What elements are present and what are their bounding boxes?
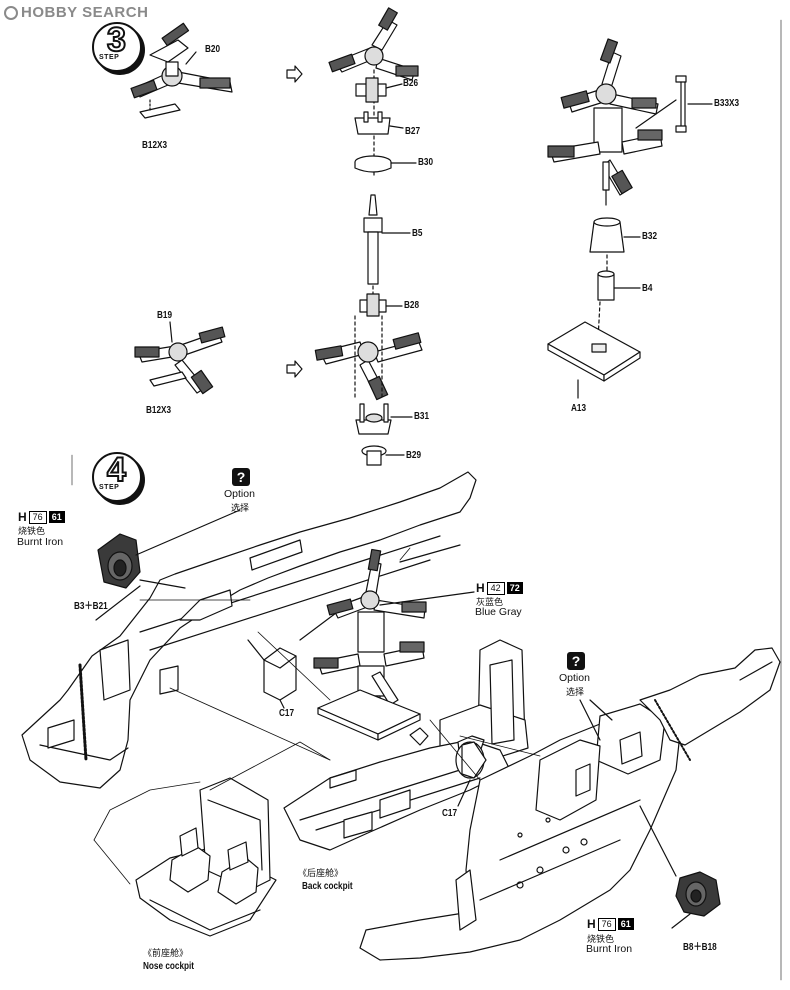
option-label-cn: 选择 [566, 687, 585, 697]
cockpit-guide-line [93, 781, 201, 841]
paint-name-cn: 灰蓝色 [476, 597, 504, 607]
paint-callout-blue-gray: H 42 72 [476, 581, 523, 595]
paint-code: 42 [486, 581, 505, 595]
guide-line [429, 719, 481, 781]
part-b29-cap [361, 445, 405, 466]
guide-line [169, 687, 331, 761]
paint-name: Blue Gray [475, 606, 522, 618]
paint-name: Burnt Iron [17, 536, 64, 548]
paint-code: 76 [28, 510, 47, 524]
part-b5-shaft [363, 194, 411, 303]
label-a13: A13 [571, 403, 587, 414]
paint-brand: H [587, 917, 596, 931]
nose-cockpit-label: Nose cockpit [143, 961, 195, 972]
paint-code-alt: 61 [48, 511, 65, 523]
option-question-icon: ? [232, 468, 250, 486]
nose-cockpit-label-cn: 《前座舱》 [143, 948, 189, 958]
option-label-cn: 选择 [231, 503, 250, 513]
arrow-right-icon [286, 360, 303, 378]
part-c17-left [247, 639, 297, 709]
paint-name-cn: 烧铁色 [587, 934, 615, 944]
label-b28: B28 [404, 300, 420, 311]
rotor-assembly-installed [313, 548, 475, 741]
label-b4: B4 [642, 283, 653, 294]
nose-cockpit-tub [135, 777, 277, 937]
watermark: HOBBY SEARCH [4, 4, 148, 21]
label-c17-right: C17 [442, 808, 458, 819]
guide-line [257, 631, 331, 701]
paint-brand: H [18, 510, 27, 524]
rotor-hub-top-left [130, 22, 233, 119]
paint-callout-burnt-iron-2: H 76 61 [587, 917, 634, 931]
paint-name-cn: 烧铁色 [18, 526, 46, 536]
label-b5: B5 [412, 228, 423, 239]
watermark-logo-icon [4, 5, 18, 20]
part-b27-bracket [354, 111, 404, 135]
label-b30: B30 [418, 157, 434, 168]
fuselage-left-half [21, 471, 477, 789]
rotor-hub-bottom-left [134, 321, 226, 395]
paint-name: Burnt Iron [586, 943, 633, 955]
rotor-hub-top-center [328, 7, 419, 179]
part-b28-collar [359, 293, 403, 317]
label-b12x3-bottom: B12X3 [146, 405, 172, 416]
guide-line [399, 547, 411, 561]
paint-code: 76 [597, 917, 616, 931]
leader-b20 [185, 51, 197, 65]
watermark-text: HOBBY SEARCH [21, 4, 149, 21]
label-c17-left: C17 [279, 708, 295, 719]
label-b32: B32 [642, 231, 658, 242]
paint-code-alt: 61 [617, 918, 634, 930]
label-b31: B31 [414, 411, 430, 422]
option-label: Option [224, 488, 255, 500]
part-b8-b18-exhaust [671, 871, 721, 929]
paint-code-alt: 72 [506, 582, 523, 594]
label-b26: B26 [403, 78, 419, 89]
step-word: STEP [99, 54, 120, 61]
part-b3-b21-exhaust [97, 509, 241, 589]
rotor-hub-bottom-center [314, 315, 423, 401]
part-b31-bracket [355, 403, 413, 435]
option-label: Option [559, 672, 590, 684]
step-4-badge: 4 STEP [92, 450, 142, 502]
back-cockpit-label-cn: 《后座舱》 [298, 868, 344, 878]
label-b3-b21: B3＋B21 [74, 601, 108, 612]
step-word: STEP [99, 484, 120, 491]
label-b12x3-top: B12X3 [142, 140, 168, 151]
step-number: 4 [106, 450, 127, 490]
part-b26-collar [355, 77, 403, 103]
option-question-icon: ? [567, 652, 585, 670]
part-b32-sleeve [589, 217, 641, 273]
part-b4-cylinder [597, 270, 641, 341]
step-number: 3 [106, 20, 127, 60]
label-b8-b18: B8＋B18 [683, 942, 717, 953]
rotor-assembly-complete [547, 38, 713, 206]
fuselage-right-half [283, 639, 781, 961]
label-b20: B20 [205, 44, 221, 55]
cockpit-guide-line [209, 741, 331, 791]
step-3-badge: 3 STEP [92, 20, 142, 72]
back-cockpit-label: Back cockpit [302, 881, 353, 892]
label-b33x3: B33X3 [714, 98, 740, 109]
label-b19: B19 [157, 310, 173, 321]
part-b30-disc [354, 155, 417, 173]
label-b27: B27 [405, 126, 421, 137]
arrow-right-icon [286, 65, 303, 83]
paint-callout-burnt-iron: H 76 61 [18, 510, 65, 524]
cockpit-guide-line [93, 839, 131, 885]
paint-brand: H [476, 581, 485, 595]
label-b29: B29 [406, 450, 422, 461]
part-a13-base [547, 321, 641, 399]
guide-line [459, 735, 541, 757]
